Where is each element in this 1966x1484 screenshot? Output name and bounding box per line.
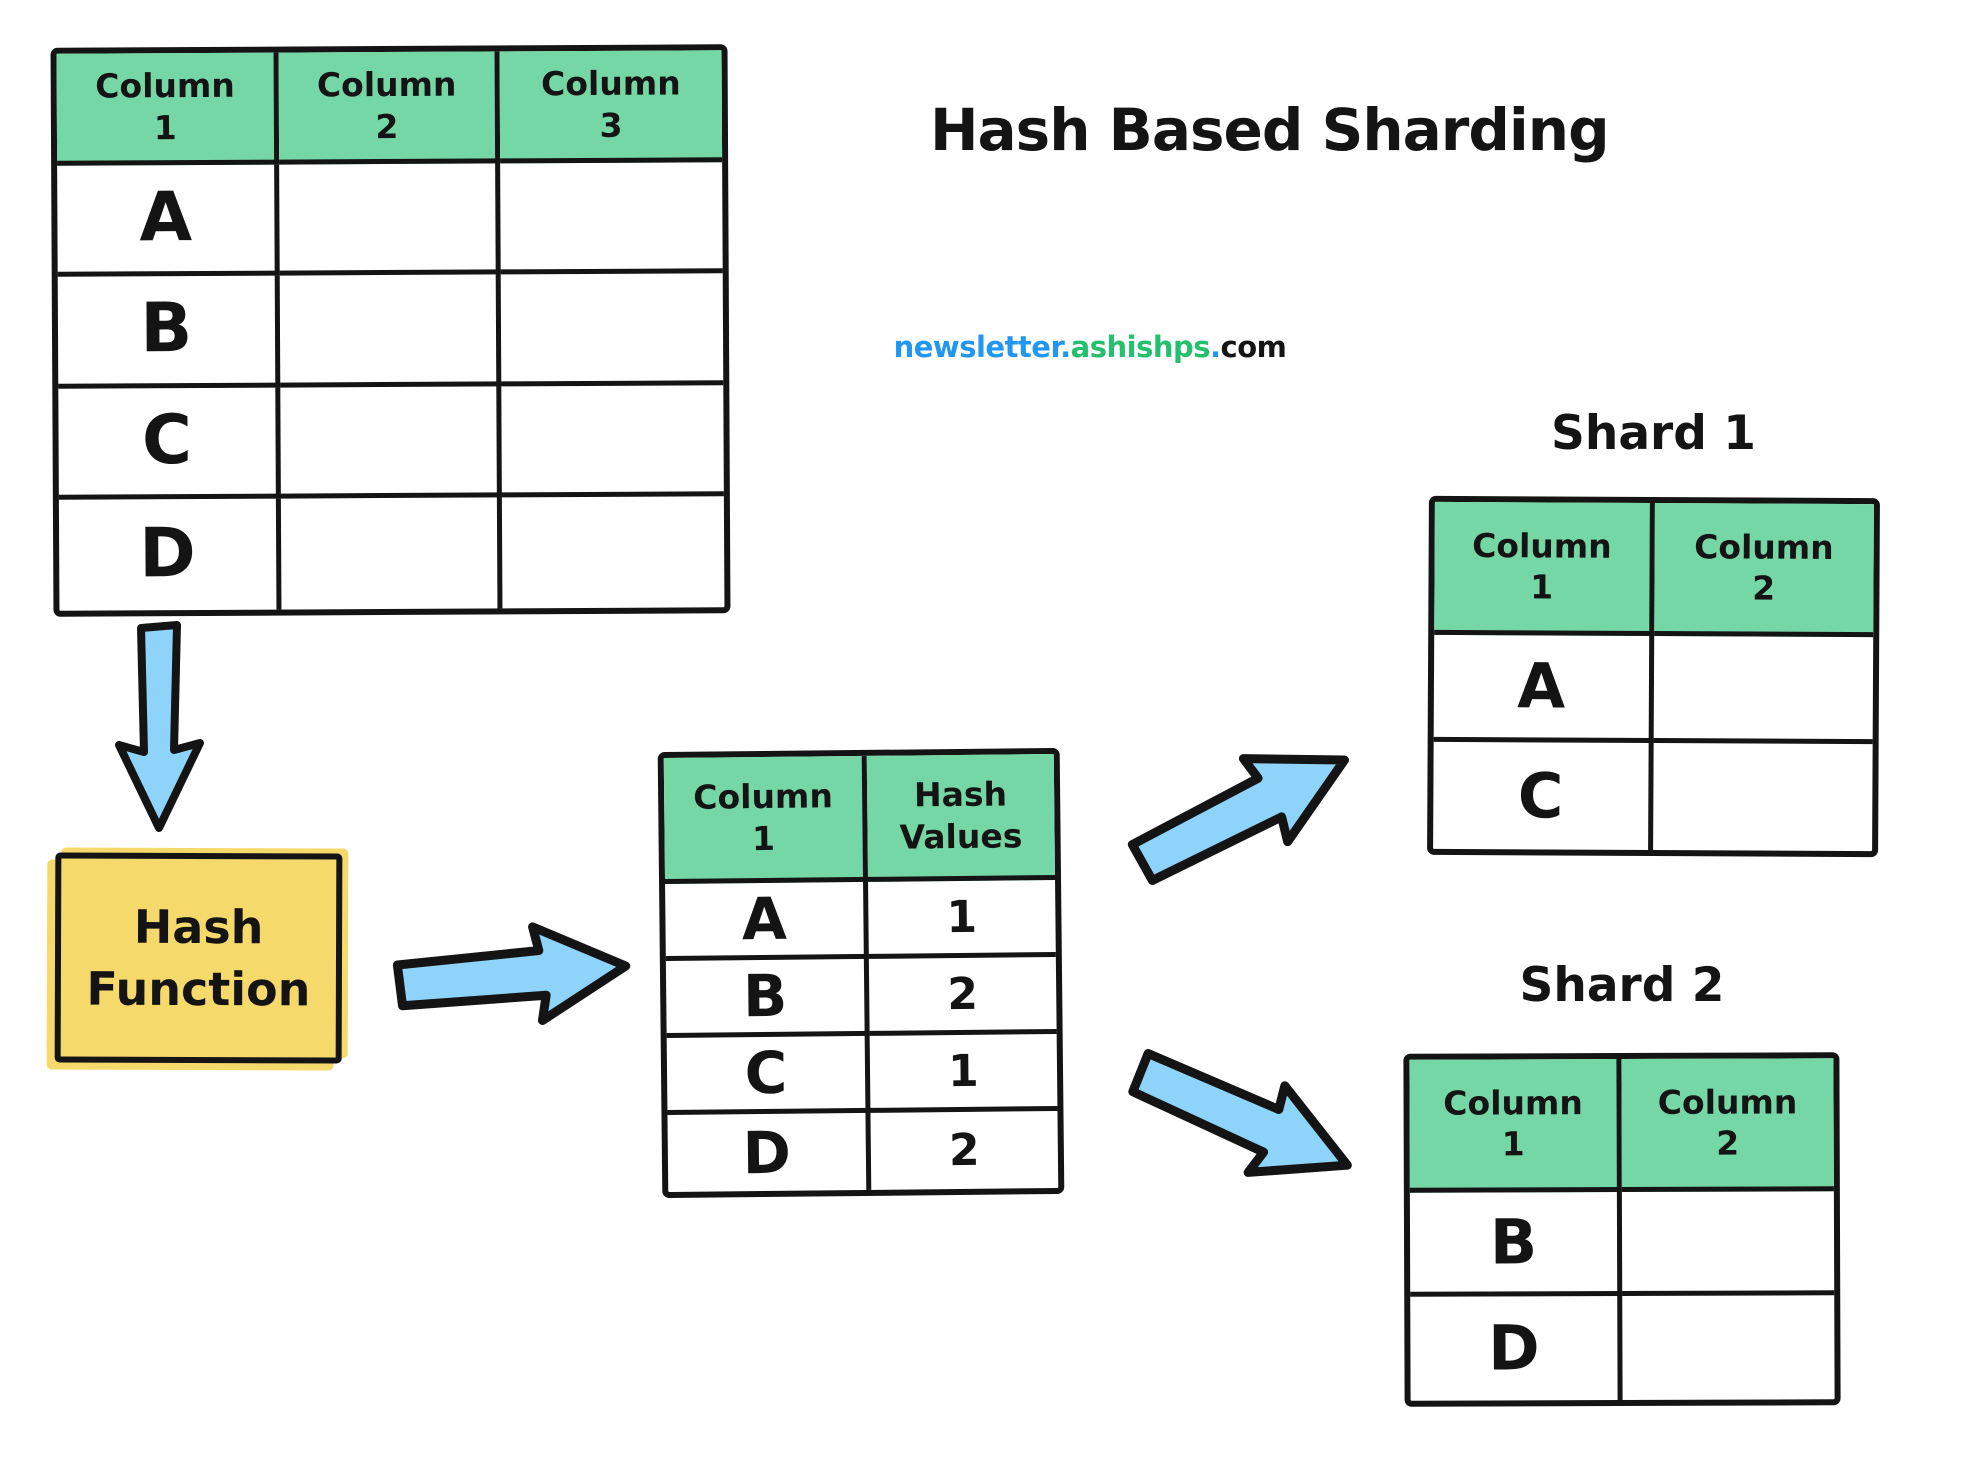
table-cell: A [665, 881, 869, 962]
empty-cell [501, 384, 724, 498]
table-cell: C [1433, 741, 1654, 850]
watermark-blue-text: newsletter [893, 330, 1061, 364]
shard1-table: Column 1 Column 2 A C [1427, 495, 1880, 858]
down-arrow-icon [115, 621, 204, 832]
column-header-label: Column 2 [1694, 526, 1834, 608]
empty-cell [1622, 1295, 1834, 1400]
watermark-dot1: . [1060, 330, 1071, 364]
hash-value-cell: 2 [948, 1124, 980, 1177]
empty-cell [500, 162, 723, 275]
hash-value-cell: 2 [868, 956, 1057, 1036]
empty-cell [279, 385, 503, 499]
arrow-to-shard1-icon [1103, 701, 1380, 918]
table-cell: C [58, 387, 281, 500]
empty-cell [1653, 743, 1873, 851]
column-header: Column 1 [1409, 1059, 1622, 1193]
column-header: Column 1 [56, 52, 279, 166]
shard2-title: Shard 2 [1519, 958, 1725, 1013]
column-header-label: Column 1 [95, 66, 235, 147]
hash-function-label: Hash Function [86, 899, 311, 1017]
column-header: Column 2 [278, 51, 501, 165]
hash-value-cell: 1 [869, 1033, 1058, 1113]
right-arrow-icon [385, 906, 639, 1043]
column-header: Column 1 [663, 755, 868, 885]
table-cell: A [1433, 634, 1654, 743]
hash-value-cell: 1 [867, 879, 1056, 959]
table-cell: D [1410, 1295, 1623, 1401]
empty-cell [280, 497, 503, 610]
hash-function-box: Hash Function [54, 852, 343, 1064]
table-cell: B [1409, 1192, 1623, 1297]
empty-cell [278, 163, 502, 276]
table-cell: A [57, 164, 280, 277]
table-cell: B [665, 958, 870, 1039]
column-header-label: Column 3 [540, 63, 681, 145]
hash-table: Column 1 Hash Values A 1 B 2 C 1 D 2 [657, 747, 1065, 1199]
empty-cell [1621, 1191, 1835, 1296]
empty-cell [502, 496, 724, 608]
watermark: newsletter.ashishps.com [880, 330, 1300, 364]
column-header-label: Column 2 [316, 64, 457, 146]
shard1-title: Shard 1 [1551, 406, 1756, 461]
column-header: Hash Values [866, 753, 1056, 882]
table-cell: C [666, 1035, 871, 1116]
page-title: Hash Based Sharding [930, 96, 1610, 164]
watermark-dot2: . [1210, 330, 1221, 364]
table-cell: D [667, 1112, 872, 1193]
column-header: Column 2 [1621, 1058, 1834, 1193]
column-header-label: Hash Values [899, 774, 1023, 857]
column-header-label: Column 1 [693, 776, 834, 858]
watermark-domain-text: com [1220, 330, 1287, 364]
table-cell: B [57, 275, 280, 389]
main-table: Column 1 Column 2 Column 3 A B C D [50, 44, 731, 617]
column-header-label: Column 1 [1472, 525, 1612, 607]
column-header: Column 3 [499, 50, 723, 164]
empty-cell [279, 274, 502, 388]
empty-cell [501, 273, 724, 386]
column-header: Column 1 [1434, 501, 1655, 637]
column-header-label: Column 2 [1657, 1082, 1798, 1163]
arrow-to-shard2-icon [1105, 1007, 1382, 1227]
empty-cell [1653, 636, 1874, 745]
table-cell: D [58, 498, 282, 611]
column-header: Column 2 [1653, 503, 1874, 638]
shard2-table: Column 1 Column 2 B D [1403, 1052, 1841, 1407]
column-header-label: Column 1 [1443, 1082, 1583, 1164]
watermark-green-text: ashishps [1070, 330, 1211, 364]
